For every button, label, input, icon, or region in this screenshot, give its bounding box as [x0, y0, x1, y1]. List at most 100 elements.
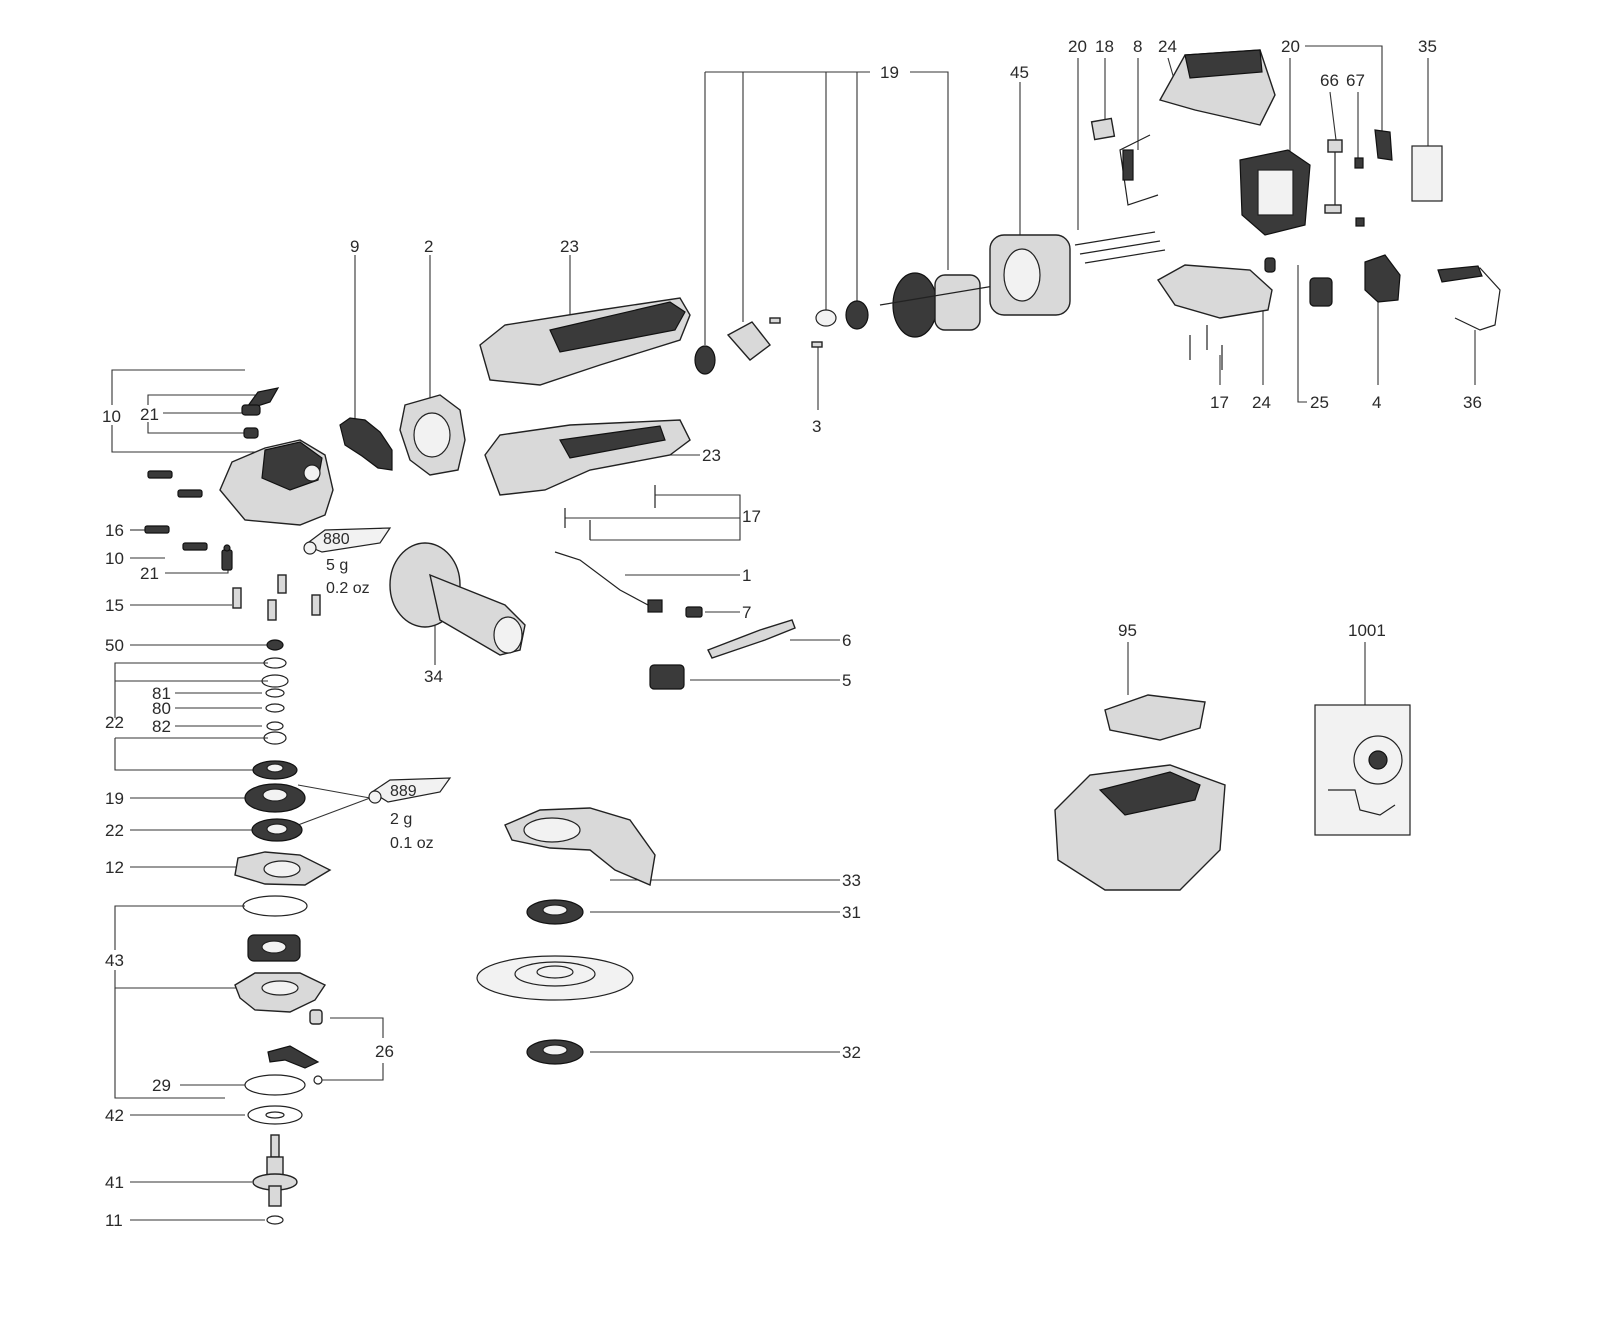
part-36-strap	[1437, 265, 1501, 331]
callout-5: 5	[842, 671, 851, 690]
callout-20-right: 20	[1281, 37, 1300, 56]
callout-17-middle: 17	[742, 507, 761, 526]
battery-pack	[1054, 764, 1226, 891]
part-12-plate	[234, 851, 332, 886]
part-24-cap-upper	[1158, 49, 1276, 126]
grease-880-code: 880	[323, 531, 350, 548]
part-33-guard	[504, 807, 656, 886]
grease-notes: 880 5 g 0.2 oz 889 2 g 0.1 oz	[323, 531, 434, 852]
part-10-locking-nut	[241, 387, 280, 439]
part-9-brush-holder	[339, 417, 393, 471]
part-21-pin	[221, 544, 233, 571]
callout-29: 29	[152, 1076, 171, 1095]
part-22-pinion	[252, 760, 298, 780]
callout-19-top: 19	[880, 63, 899, 82]
grease-880-weight: 5 g	[326, 557, 348, 574]
part-45-stator	[989, 234, 1071, 316]
part-41-spindle	[252, 1134, 298, 1207]
part-43-bearing	[247, 934, 301, 962]
part-7-spring	[685, 606, 703, 618]
callout-24-top: 24	[1158, 37, 1177, 56]
part-5-switch	[649, 664, 685, 690]
part-19-bevel-gear	[244, 783, 306, 813]
callout-45: 45	[1010, 63, 1029, 82]
part-gear-housing	[219, 439, 334, 526]
part-42-washer	[247, 1105, 303, 1125]
part-43-o-ring	[242, 895, 308, 917]
callout-3: 3	[812, 417, 821, 436]
callout-19-left: 19	[105, 789, 124, 808]
callout-12: 12	[105, 858, 124, 877]
callout-9: 9	[350, 237, 359, 256]
callout-20-left: 20	[1068, 37, 1087, 56]
callout-81: 81	[152, 684, 171, 703]
part-23-housing-lower	[484, 419, 691, 496]
part-17-screws-right	[1189, 325, 1223, 370]
washer-stack	[261, 639, 289, 745]
callout-7: 7	[742, 603, 751, 622]
callout-42: 42	[105, 1106, 124, 1125]
callout-18: 18	[1095, 37, 1114, 56]
callout-66: 66	[1320, 71, 1339, 90]
part-1-cable	[554, 551, 663, 613]
callout-35: 35	[1418, 37, 1437, 56]
callout-36: 36	[1463, 393, 1482, 412]
callout-26: 26	[375, 1042, 394, 1061]
part-24-cap-lower	[1156, 264, 1273, 319]
callout-4: 4	[1372, 393, 1381, 412]
callout-21-lower: 21	[140, 564, 159, 583]
callout-50: 50	[105, 636, 124, 655]
callout-67: 67	[1346, 71, 1365, 90]
part-20-rods	[1074, 231, 1166, 264]
callout-labels: 19 45 20 18 8 24 20 35 66 67 9 2 23 3 17…	[102, 37, 1482, 1230]
part-29-ring	[244, 1074, 306, 1096]
part-34-side-handle	[389, 542, 526, 656]
callout-43: 43	[105, 951, 124, 970]
part-grinding-disc	[476, 955, 634, 1001]
callout-24-bottom: 24	[1252, 393, 1271, 412]
grease-tube-880	[303, 527, 392, 555]
callout-32: 32	[842, 1043, 861, 1062]
callout-23-top: 23	[560, 237, 579, 256]
part-66-67-clip	[1324, 129, 1393, 227]
callout-15: 15	[105, 596, 124, 615]
part-95-pad	[1104, 694, 1206, 741]
callout-1: 1	[742, 566, 751, 585]
callout-10-top: 10	[102, 407, 121, 426]
part-1001-label	[1314, 704, 1411, 836]
callout-82: 82	[152, 717, 171, 736]
part-18-label	[1090, 117, 1116, 141]
part-17-screws	[564, 485, 656, 540]
callout-23-lower: 23	[702, 446, 721, 465]
part-armature	[879, 272, 1001, 338]
part-11-ring	[266, 1215, 284, 1225]
part-32-nut	[526, 1039, 584, 1065]
callout-34: 34	[424, 667, 443, 686]
callout-17-right: 17	[1210, 393, 1229, 412]
part-23-housing-upper	[479, 297, 691, 386]
callout-10-lower: 10	[105, 549, 124, 568]
grease-880-oz: 0.2 oz	[326, 580, 370, 597]
callout-6: 6	[842, 631, 851, 650]
callout-21-top: 21	[140, 405, 159, 424]
callout-33: 33	[842, 871, 861, 890]
callout-22-bottom: 22	[105, 821, 124, 840]
callout-1001: 1001	[1348, 621, 1386, 640]
callout-22-top: 22	[105, 713, 124, 732]
callout-16: 16	[105, 521, 124, 540]
part-22-bearing	[251, 818, 303, 842]
part-16-screws	[144, 470, 208, 551]
part-25-switch-unit	[1264, 257, 1333, 307]
part-35-sheet	[1411, 145, 1443, 202]
part-2-fan-cover	[399, 394, 466, 476]
callout-41: 41	[105, 1173, 124, 1192]
callout-11: 11	[105, 1211, 123, 1230]
part-43-flange	[234, 972, 327, 1013]
callout-8: 8	[1133, 37, 1142, 56]
part-6-switch-rod	[707, 619, 796, 659]
callout-25: 25	[1310, 393, 1329, 412]
grease-889-weight: 2 g	[390, 811, 412, 828]
part-26-lever	[267, 1009, 323, 1085]
part-4-button	[1364, 254, 1401, 303]
